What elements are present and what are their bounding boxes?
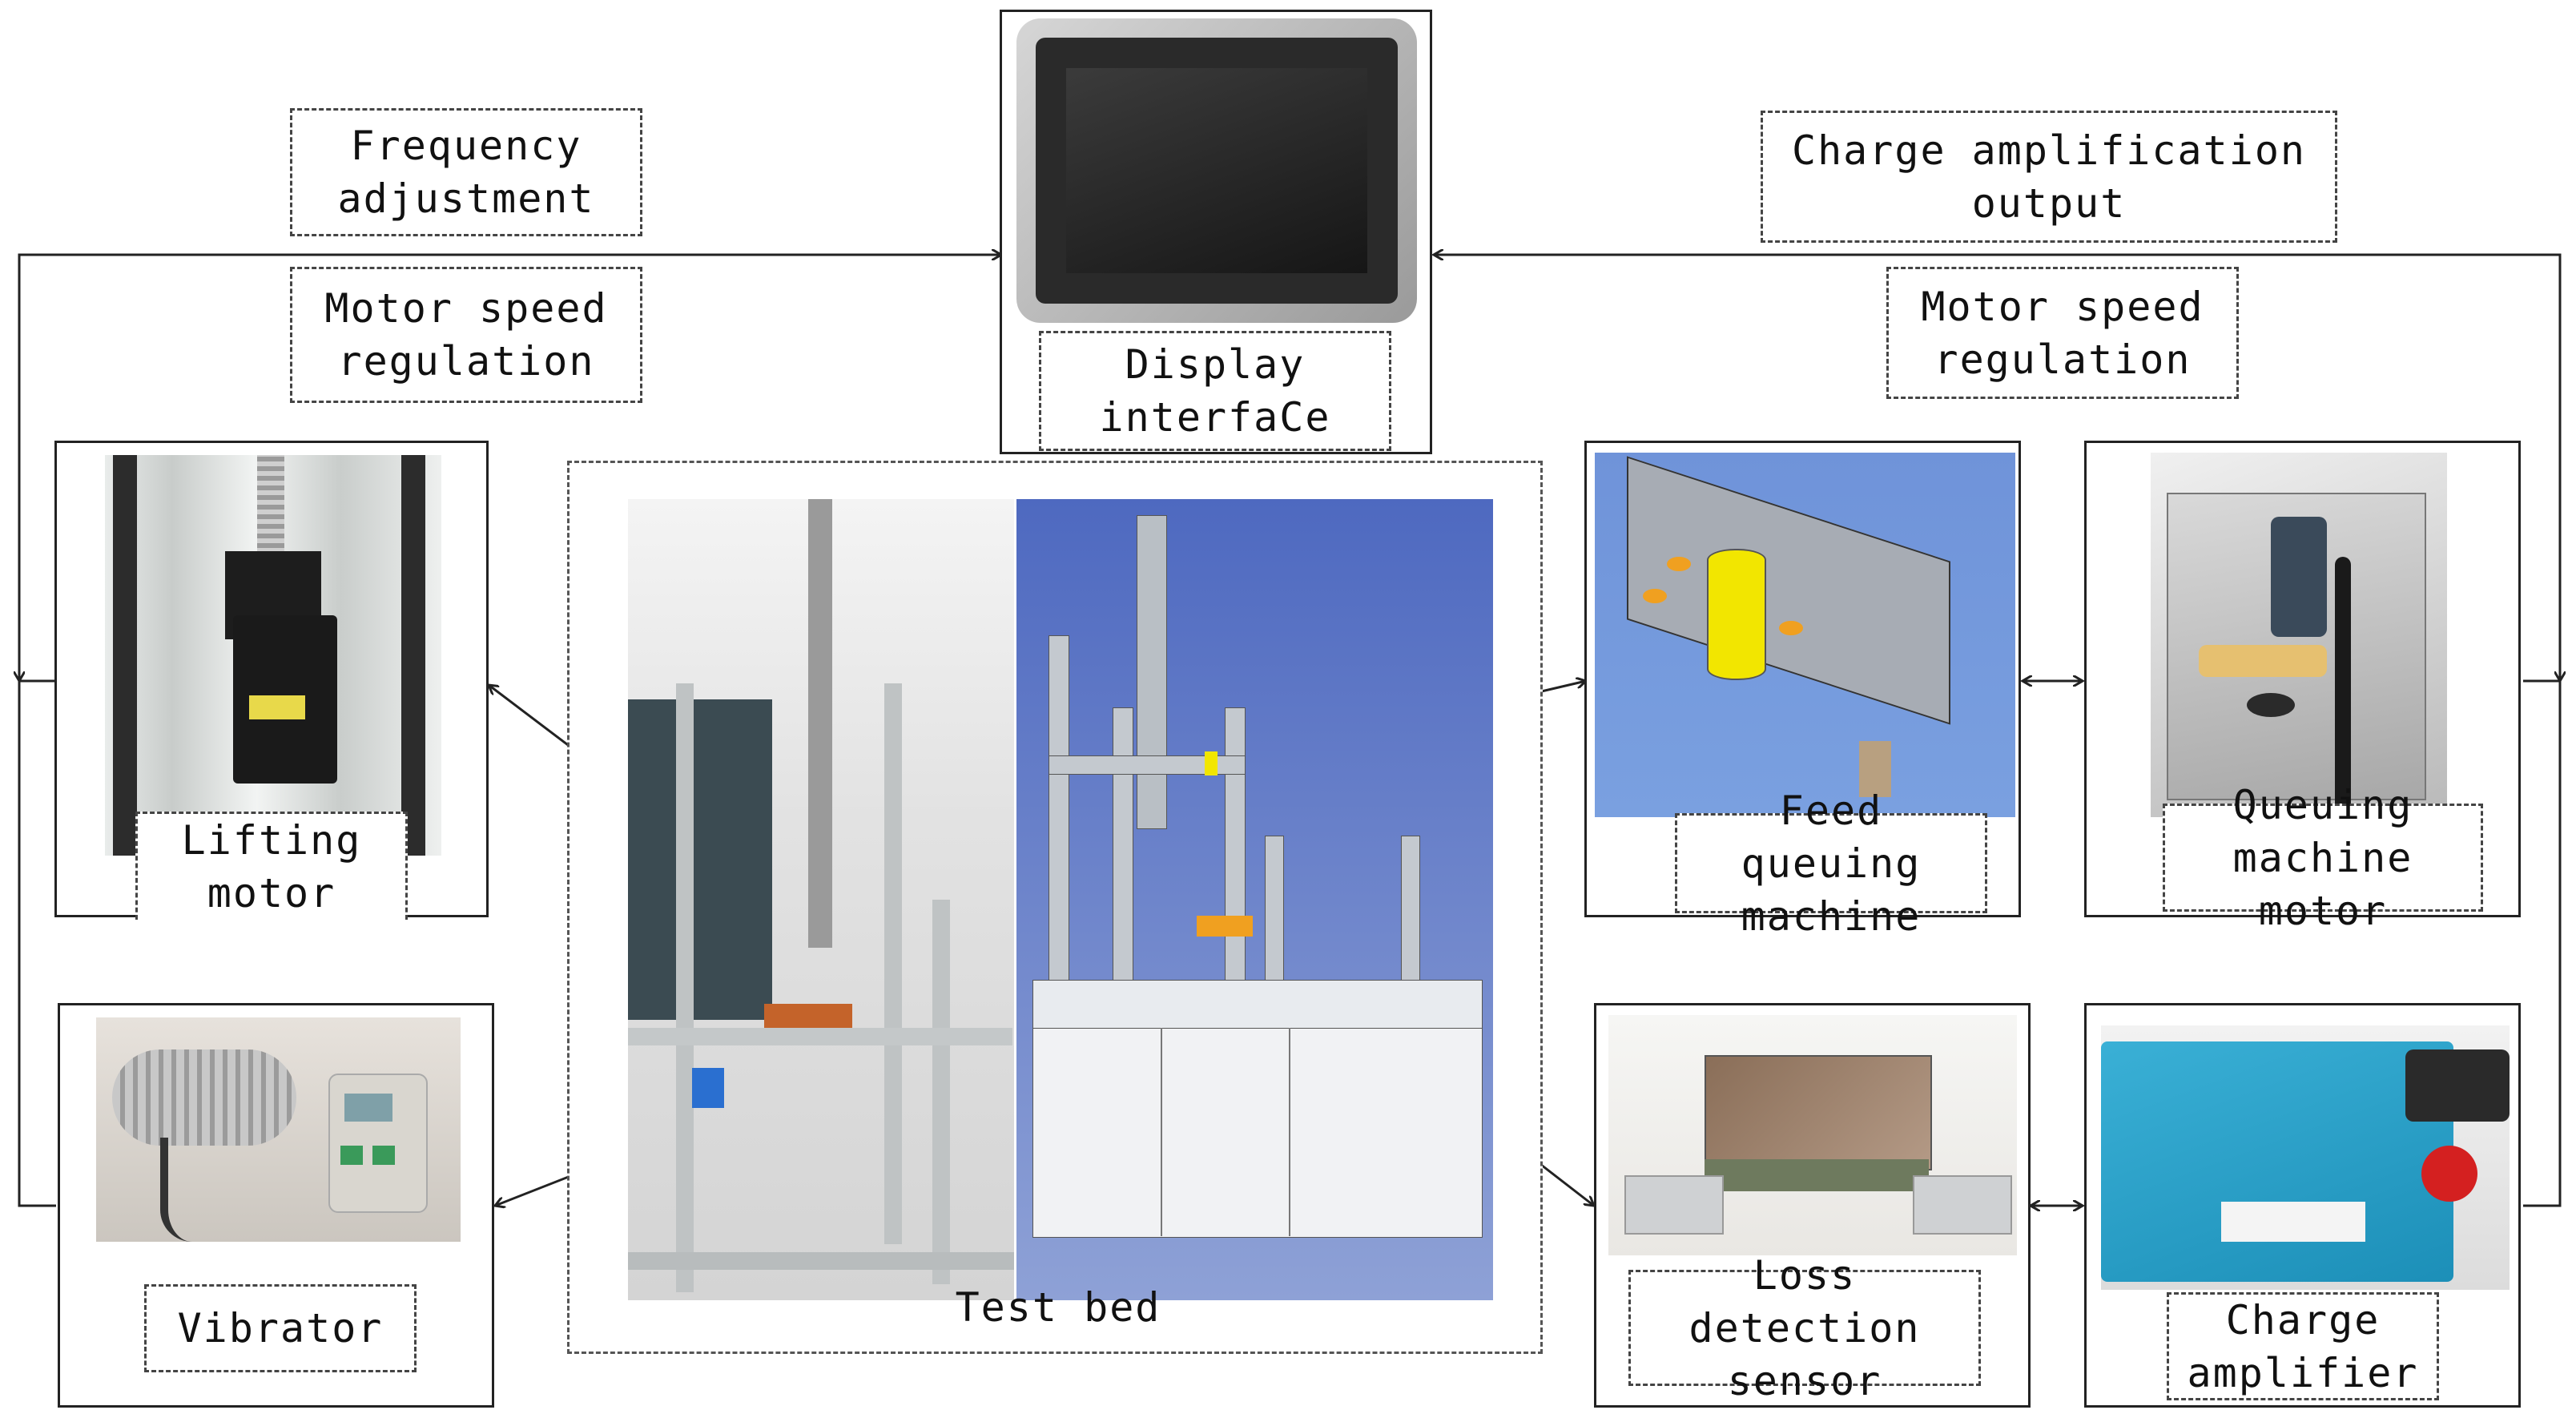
vibrator-label: Vibrator (144, 1284, 417, 1372)
loss-detection-sensor-image (1608, 1015, 2017, 1255)
test-bed-cad (1016, 499, 1493, 1300)
test-bed-caption: Test bed (955, 1284, 1161, 1331)
left-loop-line (18, 253, 1001, 1207)
vibrator-image (96, 1017, 461, 1242)
loss-detection-sensor-label: Loss detection sensor (1628, 1252, 1981, 1404)
charge-amplification-output-label: Charge amplification output (1761, 111, 2337, 243)
frequency-adjustment-label: Frequency adjustment (290, 108, 642, 236)
charge-amplifier-box: Charge amplifier (2084, 1003, 2521, 1408)
lifting-motor-image (105, 455, 441, 856)
queuing-machine-motor-box: Queuing machine motor (2084, 441, 2521, 934)
feed-queuing-machine-box: Feed queuing machine (1584, 441, 2021, 940)
display-interface-box: Display interfaCe (1000, 10, 1432, 454)
test-bed-photo (628, 499, 1014, 1300)
queuing-machine-motor-image (2151, 453, 2447, 817)
charge-amplifier-label: Charge amplifier (2167, 1292, 2439, 1400)
motor-speed-regulation-left-label: Motor speed regulation (290, 267, 642, 403)
motor-speed-regulation-right-label: Motor speed regulation (1886, 267, 2239, 399)
feed-queuing-machine-image (1595, 453, 2015, 817)
lifting-motor-box: Lifting motor (54, 441, 489, 920)
loss-detection-sensor-box: Loss detection sensor (1594, 1003, 2031, 1408)
display-screen-image (1016, 18, 1417, 323)
feed-queuing-machine-label: Feed queuing machine (1675, 788, 1987, 940)
charge-amplifier-image (2101, 1025, 2510, 1290)
vibrator-box: Vibrator (58, 1003, 494, 1408)
right-loop-line (1434, 253, 2562, 1207)
queuing-machine-motor-label: Queuing machine motor (2163, 782, 2483, 934)
display-interface-label: Display interfaCe (1039, 331, 1391, 451)
test-bed-box: Test bed (567, 461, 1543, 1354)
lifting-motor-label: Lifting motor (135, 812, 408, 920)
